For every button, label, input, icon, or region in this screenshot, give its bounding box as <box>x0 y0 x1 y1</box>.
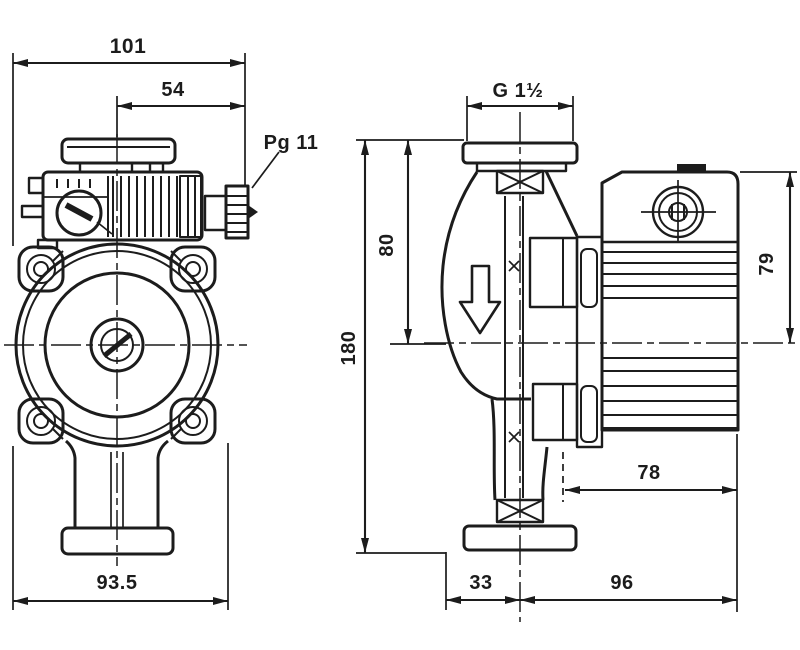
left-stub <box>27 176 45 195</box>
motor-side <box>600 164 740 432</box>
bottom-union-front <box>60 439 175 556</box>
gland-body <box>224 184 250 240</box>
bolt-hole <box>26 406 56 436</box>
flow-direction-arrow <box>458 264 502 335</box>
dim-port-to-port-label: 180 <box>338 331 360 366</box>
side-dimensions: G 1½ 80 180 79 78 33 96 <box>338 80 797 612</box>
flange-lug <box>17 397 65 445</box>
front-dimensions: 101 54 Pg 11 93.5 <box>12 35 319 610</box>
dim-union-nut-width-label: 93.5 <box>97 572 138 594</box>
flange-lug <box>169 245 217 293</box>
side-view: G 1½ 80 180 79 78 33 96 <box>338 80 797 622</box>
flange-boss-lower <box>531 382 579 442</box>
dim-axis-to-motor-end-label: 96 <box>610 572 633 594</box>
speed-setting-marks <box>56 179 91 188</box>
joint-marks <box>508 260 520 443</box>
terminal-box-ribs <box>112 175 202 238</box>
selector-knob-cap <box>60 137 177 165</box>
bolt-hole <box>26 254 56 284</box>
speed-selector-knob <box>55 189 113 237</box>
union-nut-bottom <box>462 524 578 552</box>
port-thread-label: G 1½ <box>493 80 544 102</box>
box-top-tab <box>677 164 706 172</box>
dim-center-to-gland-label: 54 <box>161 79 185 101</box>
gland-tip <box>248 205 258 219</box>
terminal-box-front <box>20 137 204 250</box>
bolt-hole <box>178 406 208 436</box>
gland-leader-line <box>251 151 280 189</box>
dim-overall-width-label: 101 <box>110 35 147 58</box>
motor-outline <box>600 170 740 432</box>
flange-lug <box>17 245 65 293</box>
motor-flange <box>575 235 604 449</box>
union-nut-front <box>60 526 175 556</box>
stator-fins <box>602 262 737 429</box>
bottom-port <box>462 498 578 552</box>
thread-section <box>495 498 545 524</box>
cable-gland <box>203 184 258 240</box>
gland-knockout <box>641 180 716 243</box>
flange-lug <box>169 397 217 445</box>
volute-body <box>440 170 579 501</box>
dim-port-to-axis-label: 80 <box>376 233 398 256</box>
gland-neck <box>203 194 228 232</box>
housing-outer-circle <box>14 242 220 448</box>
bolt-hole <box>178 254 208 284</box>
top-port <box>461 141 579 195</box>
front-view: 101 54 Pg 11 93.5 <box>4 35 318 610</box>
housing-inner-circle <box>43 271 191 419</box>
thread-section <box>495 169 545 195</box>
flange-boss-upper <box>528 236 579 309</box>
dim-axis-to-foot-label: 33 <box>469 572 492 594</box>
gland-thread-label: Pg 11 <box>264 132 319 154</box>
dim-axis-to-box-top-label: 79 <box>756 252 778 275</box>
dim-motor-length-label: 78 <box>637 462 660 484</box>
vent-screw <box>89 317 145 373</box>
pump-housing-front <box>14 242 220 448</box>
